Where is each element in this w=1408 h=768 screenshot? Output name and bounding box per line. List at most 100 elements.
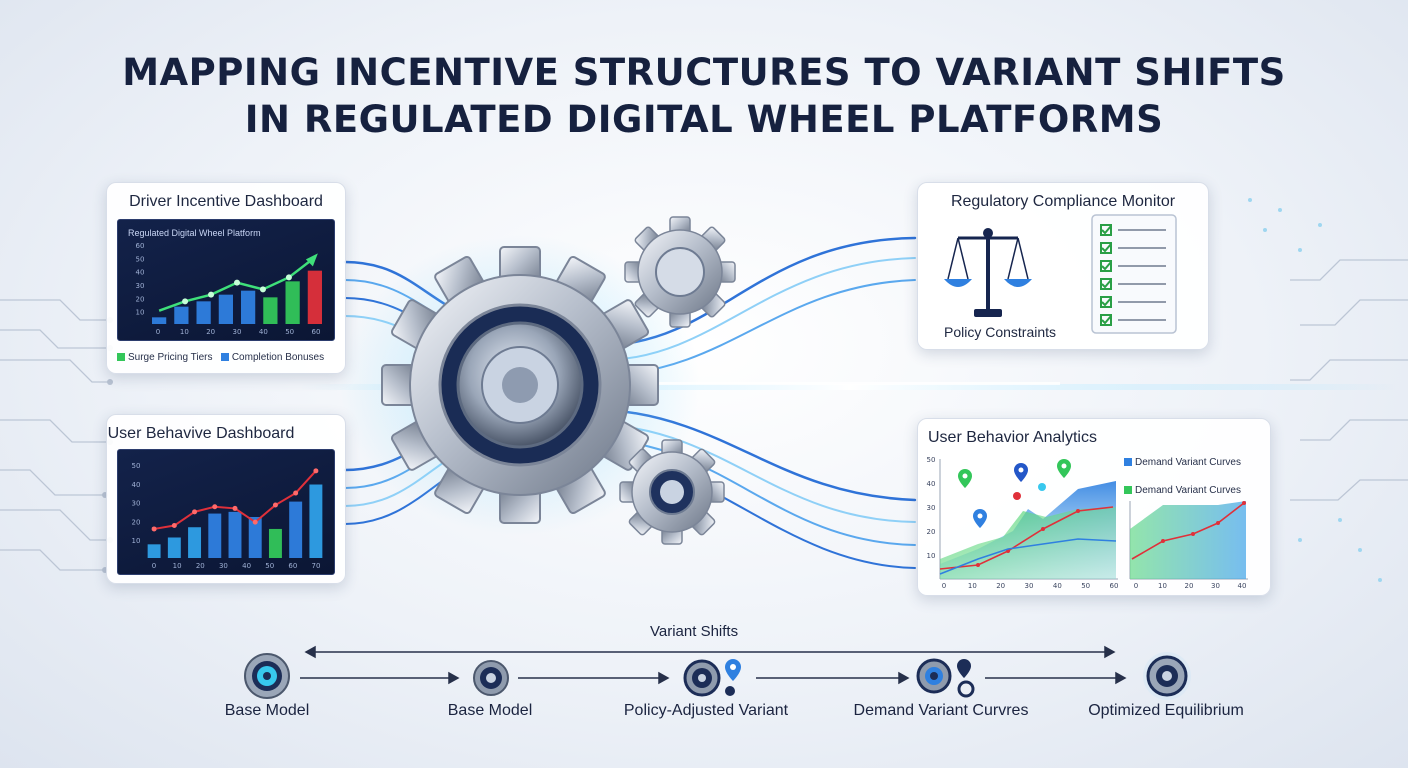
legend-swatch-blue [220, 353, 229, 361]
y-tick-label: 50 [927, 456, 936, 464]
chart-bar [285, 281, 300, 324]
demand-gear-pin-icon [916, 658, 975, 698]
y-tick-label: 60 [136, 242, 145, 250]
chart-bar [241, 290, 256, 324]
chart-bar [268, 528, 282, 558]
chart-bar [248, 516, 262, 558]
trend-arrowhead [305, 253, 318, 267]
x-tick-label: 40 [259, 328, 268, 336]
x-tick-label: 20 [996, 582, 1005, 590]
line-point [1076, 509, 1080, 513]
map-dot [1038, 483, 1046, 491]
y-tick-label: 20 [136, 295, 145, 303]
title-line-2: IN REGULATED DIGITAL WHEEL PLATFORMS [244, 98, 1164, 141]
driver-incentive-title: Driver Incentive Dashboard [129, 193, 323, 210]
driver-panel-label: Regulated Digital Wheel Platform [128, 228, 261, 238]
y-tick-label: 30 [132, 500, 141, 508]
trend-point [151, 526, 157, 532]
trend-point [272, 502, 278, 508]
chart-bar [147, 544, 161, 558]
y-tick-label: 50 [136, 255, 145, 263]
chart-bar [263, 297, 278, 324]
analytics-legend-green: Demand Variant Curves [1135, 485, 1241, 496]
step-label-policy-adjusted: Policy-Adjusted Variant [623, 702, 789, 719]
x-tick-label: 60 [288, 562, 297, 570]
driver-incentive-card: Driver Incentive Dashboard Regulated Dig… [106, 182, 346, 374]
trend-point [232, 505, 238, 511]
step-label-base-model-1: Base Model [224, 702, 310, 719]
y-tick-label: 50 [132, 462, 141, 470]
x-tick-label: 30 [1211, 582, 1220, 590]
x-tick-label: 40 [242, 562, 251, 570]
checklist-icon [1091, 214, 1177, 334]
policy-gear-pin-icon [683, 659, 741, 697]
chart-bar [289, 501, 303, 558]
step-label-base-model-2: Base Model [447, 702, 533, 719]
y-tick-label: 40 [136, 269, 145, 277]
trend-point [212, 504, 218, 510]
x-tick-label: 40 [1238, 582, 1247, 590]
step-label-optimized: Optimized Equilibrium [1088, 702, 1244, 719]
location-pin-icon [725, 659, 741, 696]
line-point [1216, 521, 1220, 525]
x-tick-label: 30 [219, 562, 228, 570]
trend-point [171, 523, 177, 529]
chart-bar [208, 513, 222, 558]
x-tick-label: 20 [196, 562, 205, 570]
x-tick-label: 30 [233, 328, 242, 336]
base-model-small-gear-icon [473, 660, 509, 696]
trend-point [293, 490, 299, 496]
x-tick-label: 60 [1110, 582, 1119, 590]
x-tick-label: 0 [156, 328, 160, 336]
legend-swatch-green [117, 353, 125, 361]
trend-point [192, 509, 198, 515]
chart-bar [307, 270, 322, 324]
compliance-card: Regulatory Compliance Monitor [917, 182, 1209, 350]
y-tick-label: 30 [136, 282, 145, 290]
user-dashboard-title: User Behavive Dashboard [107, 425, 295, 442]
x-tick-label: 0 [942, 582, 946, 590]
area-series-2 [1130, 501, 1246, 579]
legend-completion: Completion Bonuses [231, 352, 325, 363]
x-tick-label: 30 [1025, 582, 1034, 590]
x-tick-label: 0 [152, 562, 156, 570]
x-tick-label: 10 [968, 582, 977, 590]
trend-point [313, 468, 319, 474]
scales-icon [944, 228, 1032, 317]
line-point [976, 563, 980, 567]
step-label-demand-variant: Demand Variant Curvres [853, 702, 1029, 719]
analytics-legend-blue: Demand Variant Curves [1135, 457, 1241, 468]
x-tick-label: 60 [312, 328, 321, 336]
map-dot [1013, 492, 1021, 500]
map-pin-icon-center [962, 473, 968, 479]
chart-bar [309, 484, 323, 558]
line-point [1242, 501, 1246, 505]
line-point [1191, 532, 1195, 536]
chart-bar [174, 306, 189, 324]
map-pin-icon-center [1061, 463, 1067, 469]
trend-point [259, 286, 266, 293]
chart-bar [188, 527, 202, 558]
x-tick-label: 50 [1081, 582, 1090, 590]
driver-legend: Surge Pricing Tiers Completion Bonuses [117, 352, 324, 363]
analytics-swatch-green [1124, 486, 1132, 494]
chart-bar [167, 537, 181, 558]
policy-constraints-caption: Policy Constraints [944, 324, 1057, 340]
line-point [1161, 539, 1165, 543]
x-tick-label: 20 [1185, 582, 1194, 590]
line-point [1041, 527, 1045, 531]
x-tick-label: 10 [1158, 582, 1167, 590]
title-line-1: MAPPING INCENTIVE STRUCTURES TO VARIANT … [122, 51, 1286, 94]
y-tick-label: 40 [927, 480, 936, 488]
compliance-illustration [944, 214, 1177, 334]
x-tick-label: 50 [265, 562, 274, 570]
chart-bar [228, 511, 242, 558]
chart-bar [218, 294, 233, 324]
